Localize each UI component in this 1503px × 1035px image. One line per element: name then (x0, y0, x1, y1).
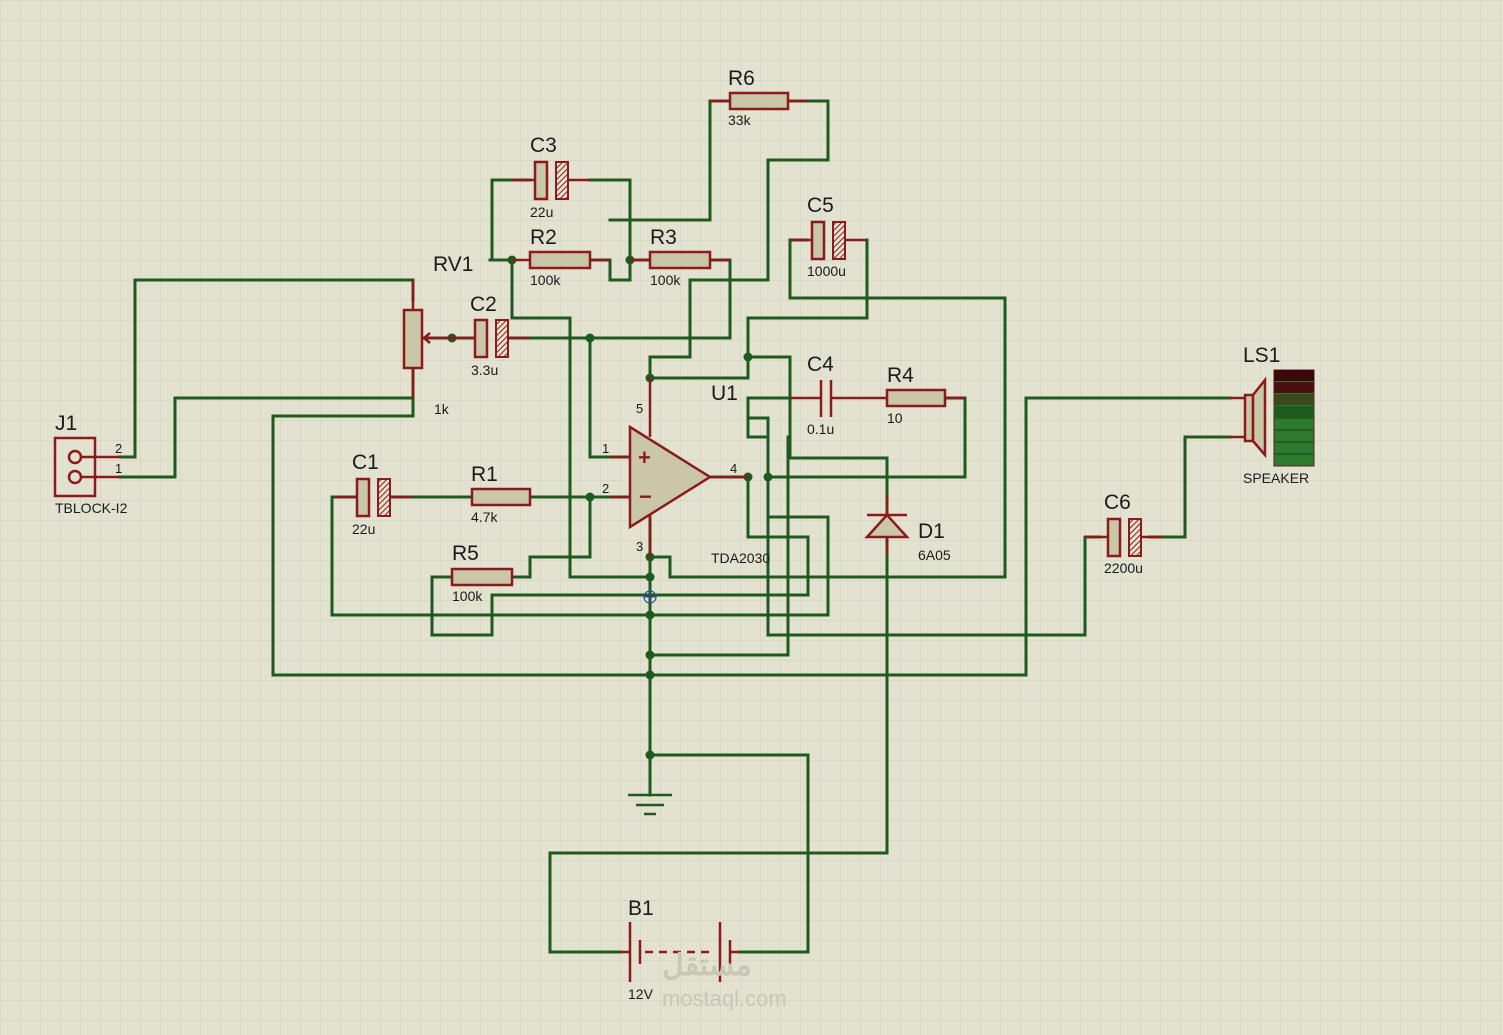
c5-value: 1000u (807, 263, 846, 279)
j1-pin2: 2 (115, 441, 122, 456)
u1-pin2: 2 (602, 481, 609, 496)
wires (118, 99, 1232, 954)
c5-capacitor[interactable]: C5 1000u (790, 194, 867, 279)
rv1-value: 1k (434, 401, 450, 417)
j1-value: TBLOCK-I2 (55, 500, 128, 516)
r5-ref: R5 (452, 542, 479, 565)
c3-capacitor[interactable]: C3 22u (512, 134, 590, 220)
c6-capacitor[interactable]: C6 2200u (1085, 491, 1163, 576)
r3-resistor[interactable]: R3 100k (630, 226, 730, 288)
b1-value: 12V (628, 986, 654, 1002)
u1-amplifier[interactable]: + − U1 TDA2030 1 2 3 4 5 (602, 378, 770, 566)
plus-sign-icon: + (638, 445, 651, 470)
r5-resistor[interactable]: R5 100k (450, 542, 514, 604)
r3-ref: R3 (650, 226, 677, 249)
j1-ref: J1 (55, 412, 77, 435)
r5-value: 100k (452, 588, 483, 604)
rv1-ref: RV1 (433, 253, 473, 276)
u1-pin1: 1 (602, 441, 609, 456)
r4-resistor[interactable]: R4 10 (885, 364, 965, 426)
c2-value: 3.3u (471, 362, 498, 378)
c1-value: 22u (352, 521, 375, 537)
r6-resistor[interactable]: R6 33k (710, 67, 808, 128)
minus-sign-icon: − (639, 484, 652, 509)
c5-ref: C5 (807, 194, 834, 217)
r4-ref: R4 (887, 364, 914, 387)
r1-resistor[interactable]: R1 4.7k (470, 463, 532, 525)
r2-value: 100k (530, 272, 561, 288)
svg-text:mostaql.com: mostaql.com (662, 986, 787, 1011)
d1-diode[interactable]: D1 6A05 (864, 495, 951, 563)
ls1-ref: LS1 (1243, 344, 1280, 367)
svg-text:مستقل: مستقل (662, 949, 752, 982)
r6-value: 33k (728, 112, 752, 128)
u1-ref: U1 (711, 382, 738, 405)
u1-pin5: 5 (636, 401, 643, 416)
c6-value: 2200u (1104, 560, 1143, 576)
b1-ref: B1 (628, 897, 654, 920)
u1-value: TDA2030 (711, 550, 770, 566)
b1-battery[interactable]: B1 12V (620, 897, 740, 1002)
c3-ref: C3 (530, 134, 557, 157)
ls1-speaker[interactable]: LS1 SPEAKER (1230, 344, 1315, 486)
j1-terminal-block[interactable]: J1 TBLOCK-I2 2 1 (53, 412, 128, 516)
c2-ref: C2 (470, 293, 497, 316)
j1-pin1: 1 (115, 461, 122, 476)
c6-ref: C6 (1104, 491, 1131, 514)
rv1-potentiometer[interactable]: RV1 1k (402, 253, 473, 417)
r2-ref: R2 (530, 226, 557, 249)
r2-resistor[interactable]: R2 100k (512, 226, 610, 288)
c4-value: 0.1u (807, 421, 834, 437)
r6-ref: R6 (728, 67, 755, 90)
r1-value: 4.7k (471, 509, 498, 525)
c4-capacitor[interactable]: C4 0.1u (790, 353, 887, 437)
c3-value: 22u (530, 204, 553, 220)
c1-capacitor[interactable]: C1 22u (335, 451, 412, 537)
watermark-logo: مستقل mostaql.com (662, 949, 787, 1011)
d1-ref: D1 (918, 520, 945, 543)
u1-pin4: 4 (730, 461, 737, 476)
c4-ref: C4 (807, 353, 834, 376)
r4-value: 10 (887, 410, 903, 426)
speaker-level-meter-icon (1273, 369, 1315, 467)
ground-icon (628, 793, 672, 816)
u1-pin3: 3 (636, 539, 643, 554)
d1-value: 6A05 (918, 547, 951, 563)
c2-capacitor[interactable]: C2 3.3u (452, 293, 530, 378)
ls1-value: SPEAKER (1243, 470, 1309, 486)
c1-ref: C1 (352, 451, 379, 474)
r1-ref: R1 (471, 463, 498, 486)
r3-value: 100k (650, 272, 681, 288)
